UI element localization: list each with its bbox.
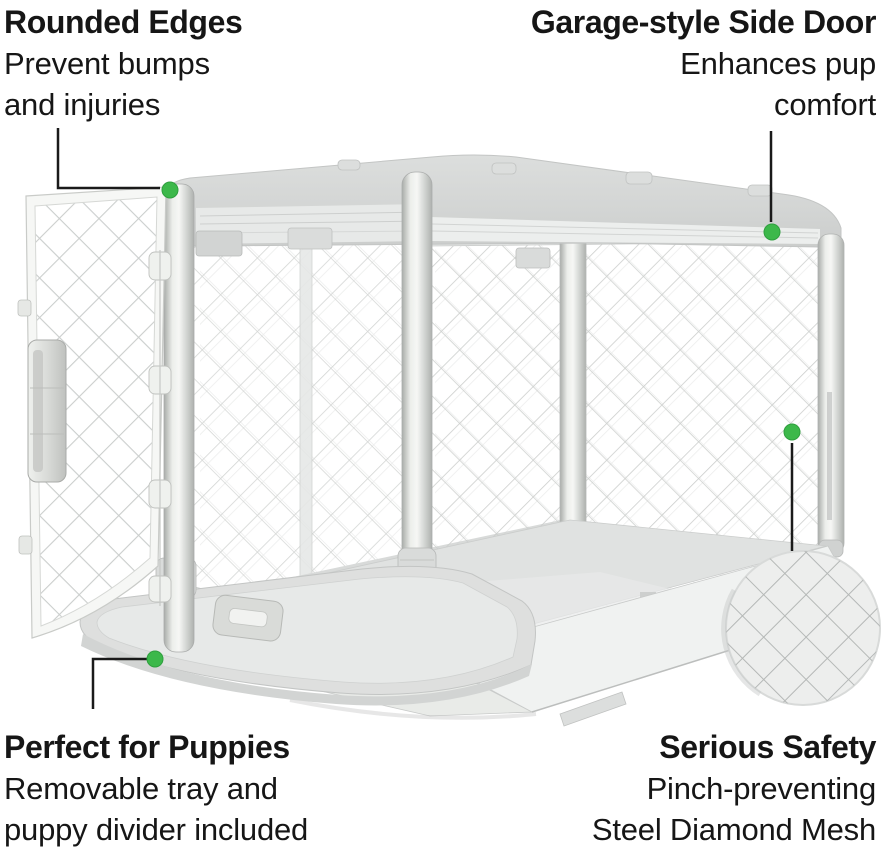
callout-desc-line: Steel Diamond Mesh (591, 812, 876, 847)
green-dot-marker-garage-side-door (763, 223, 781, 241)
callout-title: Serious Safety (659, 729, 876, 765)
callout-title: Rounded Edges (4, 4, 243, 40)
callout-desc-line: puppy divider included (4, 812, 309, 847)
callout-desc-line: Removable tray and (4, 771, 278, 806)
connector-perfect-for-puppies (91, 657, 147, 709)
callout-connectors (56, 128, 794, 709)
crate-roof (167, 154, 842, 257)
callout-desc-line: Prevent bumps (4, 46, 210, 81)
callout-desc-line: Enhances pup (680, 46, 876, 81)
callout-perfect-for-puppies: Perfect for Puppies Removable tray and p… (4, 727, 308, 848)
callout-desc-line: and injuries (4, 87, 161, 122)
removable-tray (79, 565, 536, 706)
callout-serious-safety: Serious Safety Pinch-preventing Steel Di… (591, 727, 877, 848)
front-door-open (17, 186, 172, 639)
green-dot-marker-serious-safety (783, 423, 801, 441)
callout-title: Garage-style Side Door (530, 4, 876, 40)
tray-handle (212, 594, 284, 642)
callout-rounded-edges: Rounded Edges Prevent bumps and injuries (4, 2, 243, 125)
door-latch (27, 339, 67, 483)
green-dot-marker-perfect-for-puppies (146, 650, 164, 668)
callout-garage-style-side-door: Garage-style Side Door Enhances pup comf… (531, 2, 876, 125)
feature-markers (146, 181, 801, 668)
callout-desc-line: Pinch-preventing (646, 771, 877, 806)
mesh-magnifier-circle (721, 550, 881, 706)
callout-title: Perfect for Puppies (4, 729, 290, 765)
connector-rounded-edges (56, 128, 160, 190)
right-corner-post (817, 233, 845, 558)
door-hinges (148, 250, 172, 606)
green-dot-marker-rounded-edges (161, 181, 179, 199)
callout-desc-line: comfort (774, 87, 876, 122)
